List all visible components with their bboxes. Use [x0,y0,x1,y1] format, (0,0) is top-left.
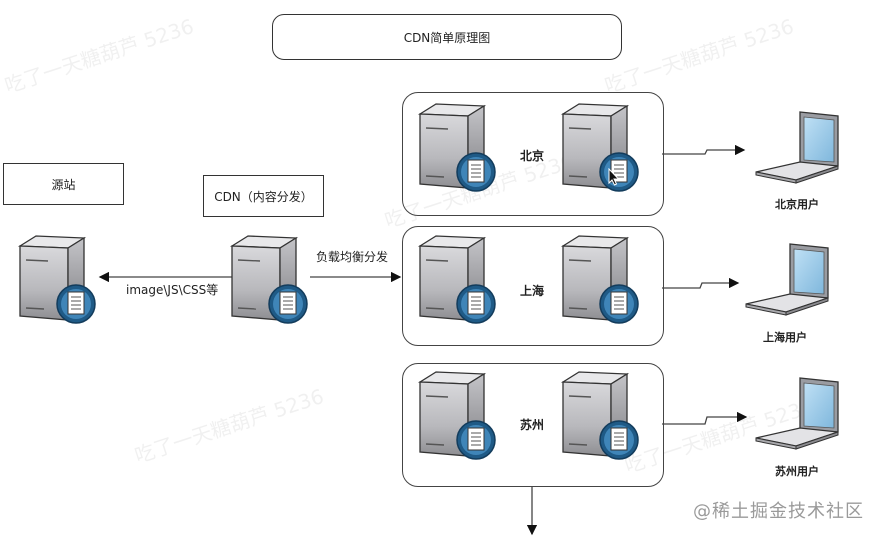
beijing-server-1-icon [414,100,498,196]
beijing-user-laptop-icon [752,106,848,186]
cdn-label-box: CDN（内容分发） [203,175,324,217]
user-label-shanghai: 上海用户 [763,331,807,344]
region-group-beijing [402,92,664,216]
credit-watermark: @稀土掘金技术社区 [693,501,864,522]
region-label-shanghai: 上海 [520,284,545,298]
mouse-cursor-icon [608,168,620,186]
origin-server-icon [14,232,98,328]
user-label-suzhou: 苏州用户 [775,465,819,478]
origin-label-box: 源站 [3,163,124,205]
region-group-shanghai [402,226,664,346]
shanghai-user-laptop-icon [742,238,838,318]
region-group-suzhou [402,363,664,487]
load-balance-label: 负载均衡分发 [316,250,389,264]
region-label-suzhou: 苏州 [520,418,545,432]
shanghai-server-1-icon [414,232,498,328]
suzhou-user-laptop-icon [752,372,848,452]
cdn-server-icon [226,232,310,328]
diagram-title: CDN简单原理图 [272,14,622,60]
shanghai-server-2-icon [557,232,641,328]
arrow-beijing-user [662,144,746,156]
beijing-server-2-icon [557,100,641,196]
region-label-beijing: 北京 [520,149,545,163]
arrow-suzhou-user [662,411,748,425]
suzhou-server-1-icon [414,368,498,464]
user-label-beijing: 北京用户 [775,198,819,211]
arrow-shanghai-user [662,277,740,289]
suzhou-server-2-icon [557,368,641,464]
cdn-to-origin-label: image\JS\CSS等 [126,283,219,297]
